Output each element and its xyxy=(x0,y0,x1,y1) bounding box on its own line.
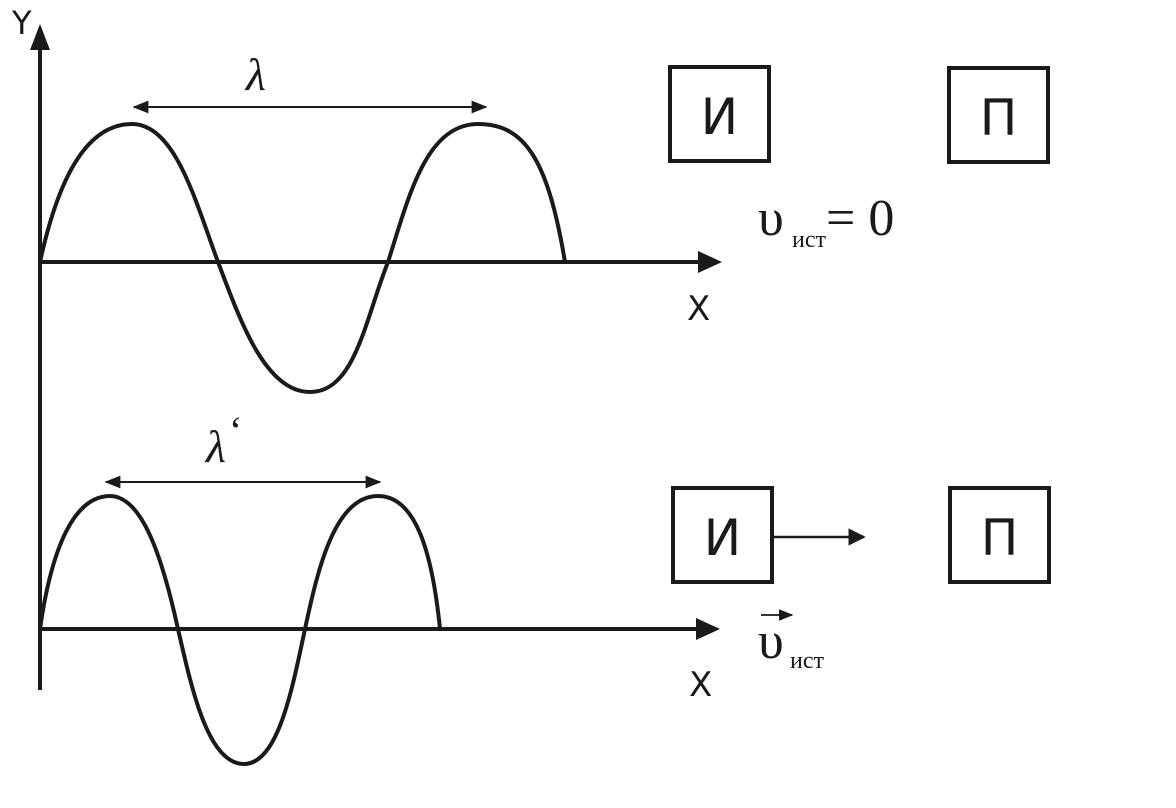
bottom-wavelength-prime: ‘ xyxy=(229,408,242,453)
bottom-receiver-box: П xyxy=(948,486,1051,584)
y-axis-label: Y xyxy=(11,4,32,42)
top-receiver-box: П xyxy=(947,66,1050,164)
y-axis xyxy=(30,24,50,690)
x-axis-bottom xyxy=(38,618,720,640)
x-axis-bottom-label: X xyxy=(689,665,712,705)
bottom-source-box: И xyxy=(671,486,774,584)
top-receiver-label: П xyxy=(980,89,1018,147)
top-source-label: И xyxy=(701,88,738,146)
bottom-receiver-label: П xyxy=(981,509,1019,567)
bottom-velocity-symbol: υ xyxy=(758,613,784,670)
bottom-source-label: И xyxy=(704,509,741,567)
bottom-wavelength-label: λ ‘ xyxy=(204,408,242,472)
top-wavelength-label: λ xyxy=(244,49,266,100)
bottom-wave xyxy=(38,493,442,767)
top-source-box: И xyxy=(668,65,771,163)
top-velocity-label: υ ист = 0 xyxy=(758,190,894,253)
bottom-velocity-subscript: ист xyxy=(790,648,824,674)
x-axis-top-label: X xyxy=(687,289,710,329)
top-velocity-symbol: υ xyxy=(758,190,784,247)
bottom-wavelength-lambda: λ xyxy=(204,421,226,472)
top-velocity-equation: = 0 xyxy=(826,190,894,247)
top-wave xyxy=(38,121,567,395)
bottom-velocity-label: υ ист xyxy=(758,609,824,674)
top-velocity-subscript: ист xyxy=(792,227,826,253)
x-axis-top xyxy=(38,251,722,273)
